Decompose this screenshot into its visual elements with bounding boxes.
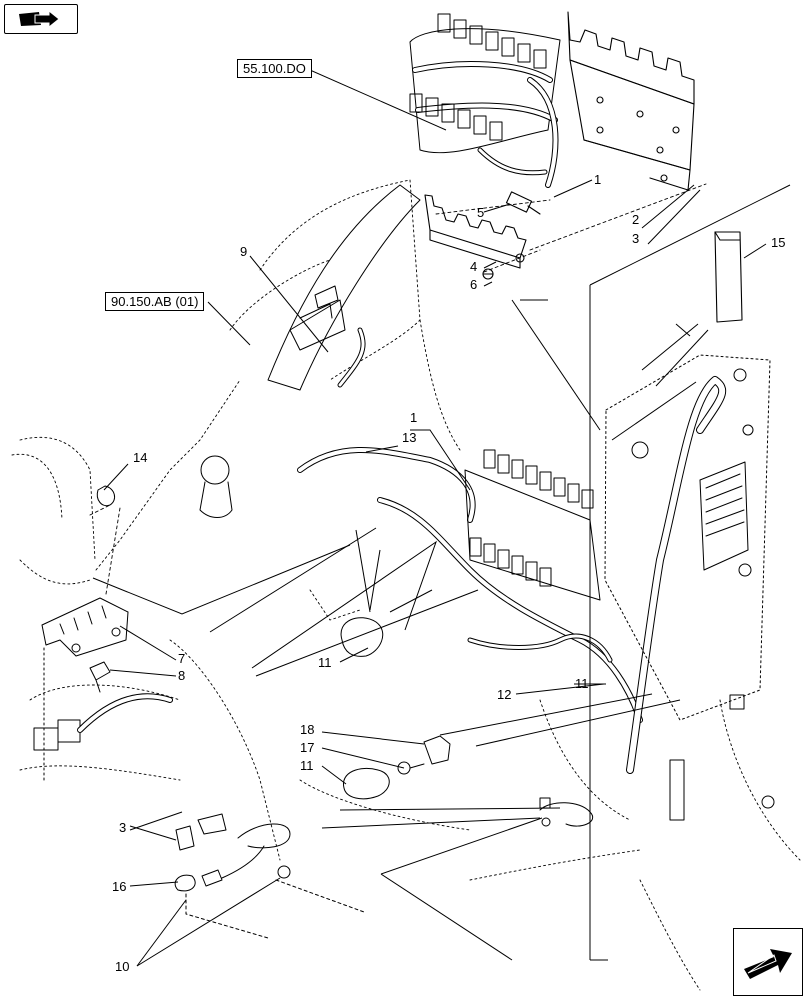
bracket-7 [41, 597, 129, 657]
reference-box-90-150-ab-01[interactable]: 90.150.AB (01) [105, 292, 205, 311]
part-15 [714, 231, 743, 323]
part-17 [397, 761, 425, 775]
callout-15: 15 [771, 235, 786, 250]
callout-11-third: 11 [300, 758, 314, 773]
top-mounting-plate [567, 11, 695, 191]
top-relay-box [409, 28, 561, 188]
middle-relay-box [464, 449, 601, 601]
callout-18: 18 [300, 722, 315, 737]
ground-cable [174, 813, 365, 939]
part-18 [423, 735, 451, 765]
installed-ground-cable [539, 797, 593, 827]
callout-16: 16 [112, 879, 127, 894]
clip-5 [505, 191, 541, 215]
callout-13: 13 [402, 430, 417, 445]
callout-11: 11 [318, 655, 332, 670]
callout-9: 9 [240, 244, 248, 259]
next-page-arrow-icon[interactable] [733, 928, 803, 996]
reference-box-55-100-do[interactable]: 55.100.DO [237, 59, 312, 78]
main-harness [297, 327, 727, 774]
callout-8: 8 [178, 668, 186, 683]
callout-12: 12 [497, 687, 512, 702]
book-arrow-icon[interactable] [4, 4, 78, 34]
callout-14: 14 [133, 450, 148, 465]
callout-1-second: 1 [410, 410, 418, 425]
callout-1: 1 [594, 172, 602, 187]
callout-6: 6 [470, 277, 478, 292]
callout-11-second: 11 [575, 676, 589, 691]
bracket-4 [424, 194, 527, 269]
cab-interior [11, 179, 801, 991]
cab-shapes [96, 184, 421, 518]
right-control-module [604, 354, 775, 821]
callout-17: 17 [300, 740, 315, 755]
dashed-leaders [89, 183, 707, 595]
callout-5: 5 [477, 205, 485, 220]
callout-2: 2 [632, 212, 640, 227]
callout-4: 4 [470, 259, 478, 274]
callout-3: 3 [632, 231, 640, 246]
lower-left-harness [33, 647, 173, 781]
callout-3-second: 3 [119, 820, 127, 835]
top-relays [409, 13, 547, 141]
leader-lines [92, 69, 791, 967]
screw-6 [482, 268, 494, 280]
callout-7: 7 [178, 651, 186, 666]
callout-10: 10 [115, 959, 130, 974]
bolt-8 [89, 661, 111, 693]
part-11-clamp [340, 617, 390, 800]
